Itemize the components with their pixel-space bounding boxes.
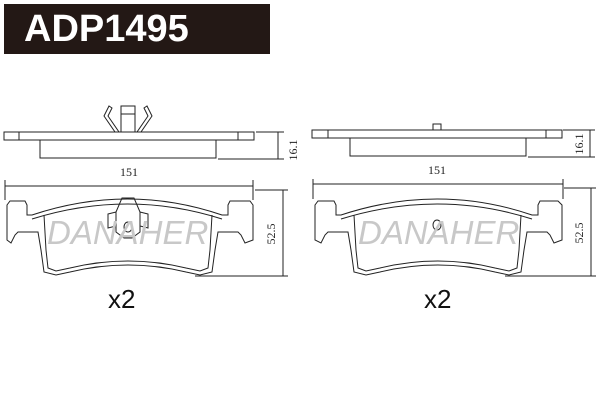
part-number: ADP1495	[24, 8, 189, 50]
part-number-banner: ADP1495	[4, 4, 270, 54]
left-side-view	[3, 105, 284, 160]
right-watermark: DANAHER	[358, 214, 519, 251]
locating-pin-icon	[432, 123, 442, 131]
left-quantity: x2	[108, 284, 135, 314]
left-front-view	[6, 189, 288, 277]
spring-clip-icon	[103, 105, 153, 133]
right-width-dimension	[312, 179, 564, 199]
left-height-label: 52.5	[264, 224, 278, 245]
right-height-label: 52.5	[572, 223, 586, 244]
right-front-view	[314, 187, 596, 277]
left-width-label: 151	[120, 165, 138, 179]
right-quantity: x2	[424, 284, 451, 314]
left-thickness-label: 16.1	[286, 140, 300, 161]
right-thickness-label: 16.1	[572, 134, 586, 155]
right-width-label: 151	[428, 163, 446, 177]
right-side-view	[311, 123, 595, 158]
left-watermark: DANAHER	[47, 214, 208, 251]
left-width-dimension	[4, 180, 254, 200]
